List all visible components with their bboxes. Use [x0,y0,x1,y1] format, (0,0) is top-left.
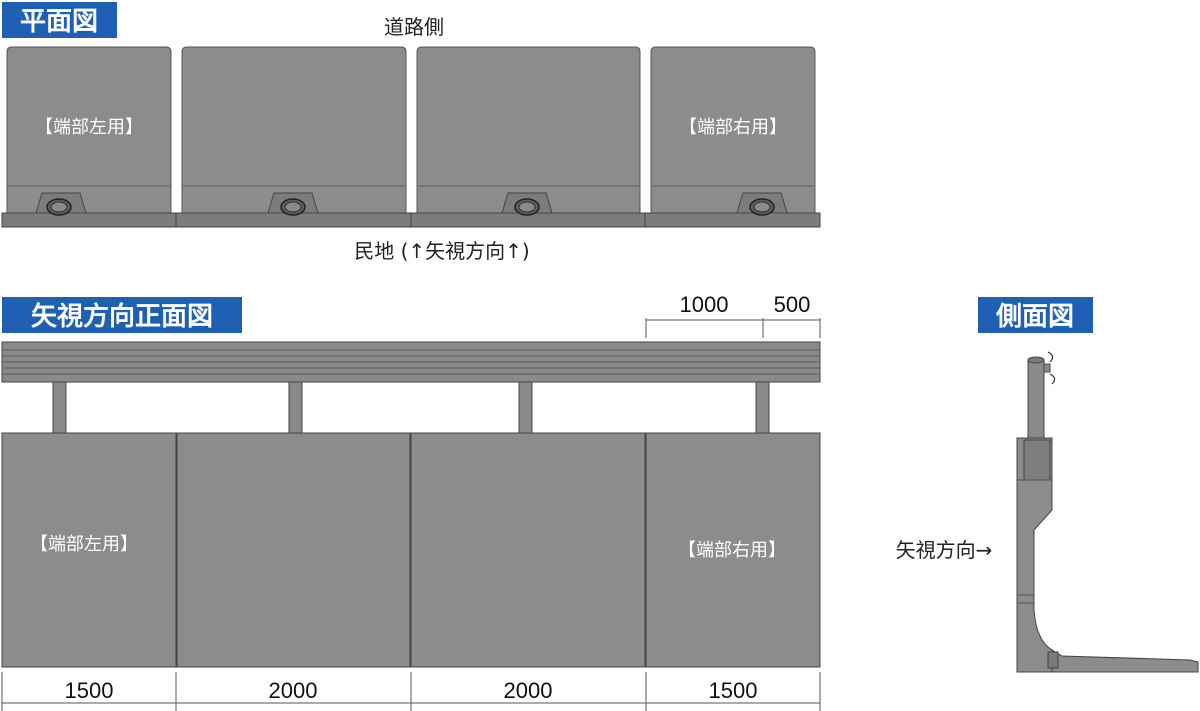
side-post [1027,351,1056,441]
front-post-4 [755,381,770,434]
front-panel-3 [410,432,646,668]
plan-title: 平面図 [20,7,98,37]
view-direction-label: 矢視方向→ [896,538,993,562]
front-title: 矢視方向正面図 [31,301,213,332]
front-post-1 [52,381,67,434]
plan-post-boss-2 [267,192,319,216]
plan-post-boss-1 [35,192,87,216]
plan-panel-2 [181,46,407,214]
side-base-foot [1047,649,1199,673]
front-post-2 [288,381,303,434]
front-view: 矢視方向正面図 1000 500 【端部左用】 【 [1,292,821,711]
private-land-label: 民地 (↑矢視方向↑) [354,239,529,263]
plan-post-boss-3 [501,192,553,216]
plan-post-boss-4 [736,192,788,216]
road-side-label: 道路側 [384,15,444,39]
front-title-box [2,297,242,333]
plan-title-box [2,2,117,38]
front-panel-1-label: 【端部左用】 [30,534,138,555]
dim-panel-1: 1500 [65,678,114,703]
dim-panel-2: 2000 [269,678,318,703]
front-post-3 [518,381,533,434]
dim-panel-3: 2000 [504,678,553,703]
side-wall [1016,437,1053,673]
side-title: 側面図 [995,302,1074,332]
front-panel-2 [176,432,411,668]
rail-dim-500: 500 [774,292,811,317]
plan-panel-4-label: 【端部右用】 [679,117,787,138]
plan-panel-3 [416,46,641,214]
front-panel-4-label: 【端部右用】 [678,540,786,561]
dim-panel-4: 1500 [709,678,758,703]
rail-dim-1000: 1000 [680,292,729,317]
handrail-beam [1,341,821,383]
plan-panel-1-label: 【端部左用】 [35,117,143,138]
front-panel-4 [645,432,821,668]
side-view: 側面図 矢視方向→ [896,297,1199,673]
plan-view: 平面図 道路側 【端部左用】 【端部右用】 [1,2,821,263]
rail-dimension: 1000 500 [645,292,821,338]
bottom-dimension: 1500 2000 2000 1500 [1,672,821,711]
front-panel-1 [1,432,177,668]
side-title-box [978,297,1093,333]
plan-base-strip [1,212,821,228]
